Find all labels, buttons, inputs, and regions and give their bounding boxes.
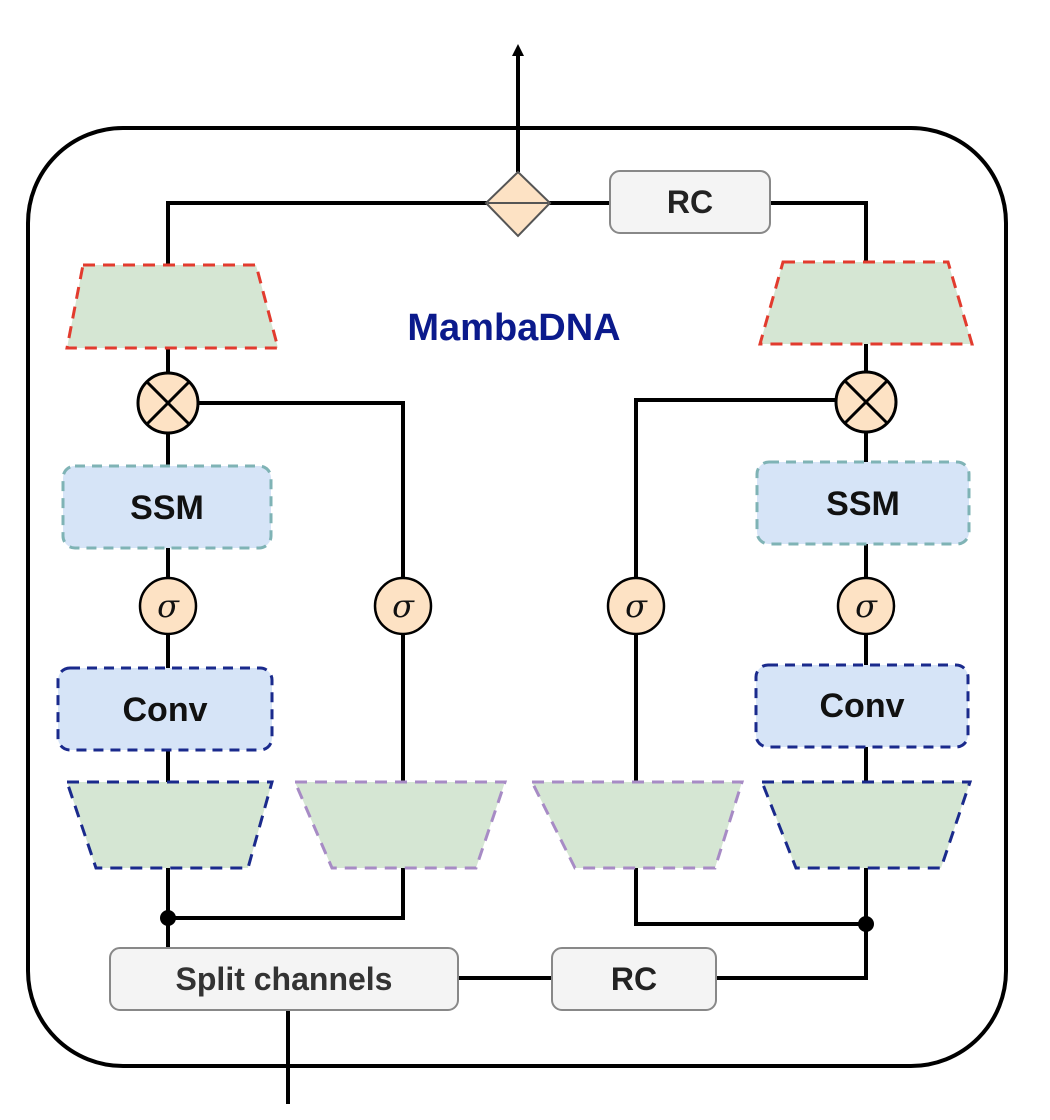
right-conv-label: Conv [820, 687, 905, 725]
right-conv-block: Conv [754, 663, 970, 749]
left-gate-sigma-label: σ [392, 587, 415, 625]
left-gate-sigma-node: σ [373, 576, 433, 636]
right-ssm-block: SSM [755, 460, 971, 546]
right-multiply-node [834, 370, 898, 434]
rc-bottom-label: RC [611, 961, 657, 997]
right-gate-sigma-node: σ [606, 576, 666, 636]
right-input-projection [759, 780, 973, 870]
left-multiply-node [136, 371, 200, 435]
connectors [166, 44, 868, 1104]
right-gate-sigma-label: σ [625, 587, 648, 625]
left-conv-label: Conv [123, 691, 208, 729]
split-channels-box: Split channels [109, 947, 459, 1011]
left-sigma-label: σ [157, 587, 180, 625]
rc-top-box: RC [609, 170, 771, 234]
junction-dot-left [160, 910, 176, 926]
rc-top-label: RC [667, 184, 713, 220]
right-ssm-label: SSM [826, 485, 900, 523]
rc-bottom-box: RC [551, 947, 717, 1011]
left-ssm-block: SSM [61, 464, 273, 550]
left-input-projection [64, 780, 274, 870]
diagram-title: MambaDNA [407, 307, 620, 349]
right-gate-projection [529, 780, 745, 870]
left-gate-projection [292, 780, 508, 870]
left-output-projection [65, 263, 280, 350]
junction-dot-right [858, 916, 874, 932]
left-conv-block: Conv [56, 666, 274, 752]
left-ssm-label: SSM [130, 489, 204, 527]
combine-node [484, 170, 552, 238]
right-sigma-label: σ [855, 587, 878, 625]
right-sigma-node: σ [836, 576, 896, 636]
split-channels-label: Split channels [176, 961, 393, 997]
left-sigma-node: σ [138, 576, 198, 636]
right-output-projection [758, 260, 975, 346]
